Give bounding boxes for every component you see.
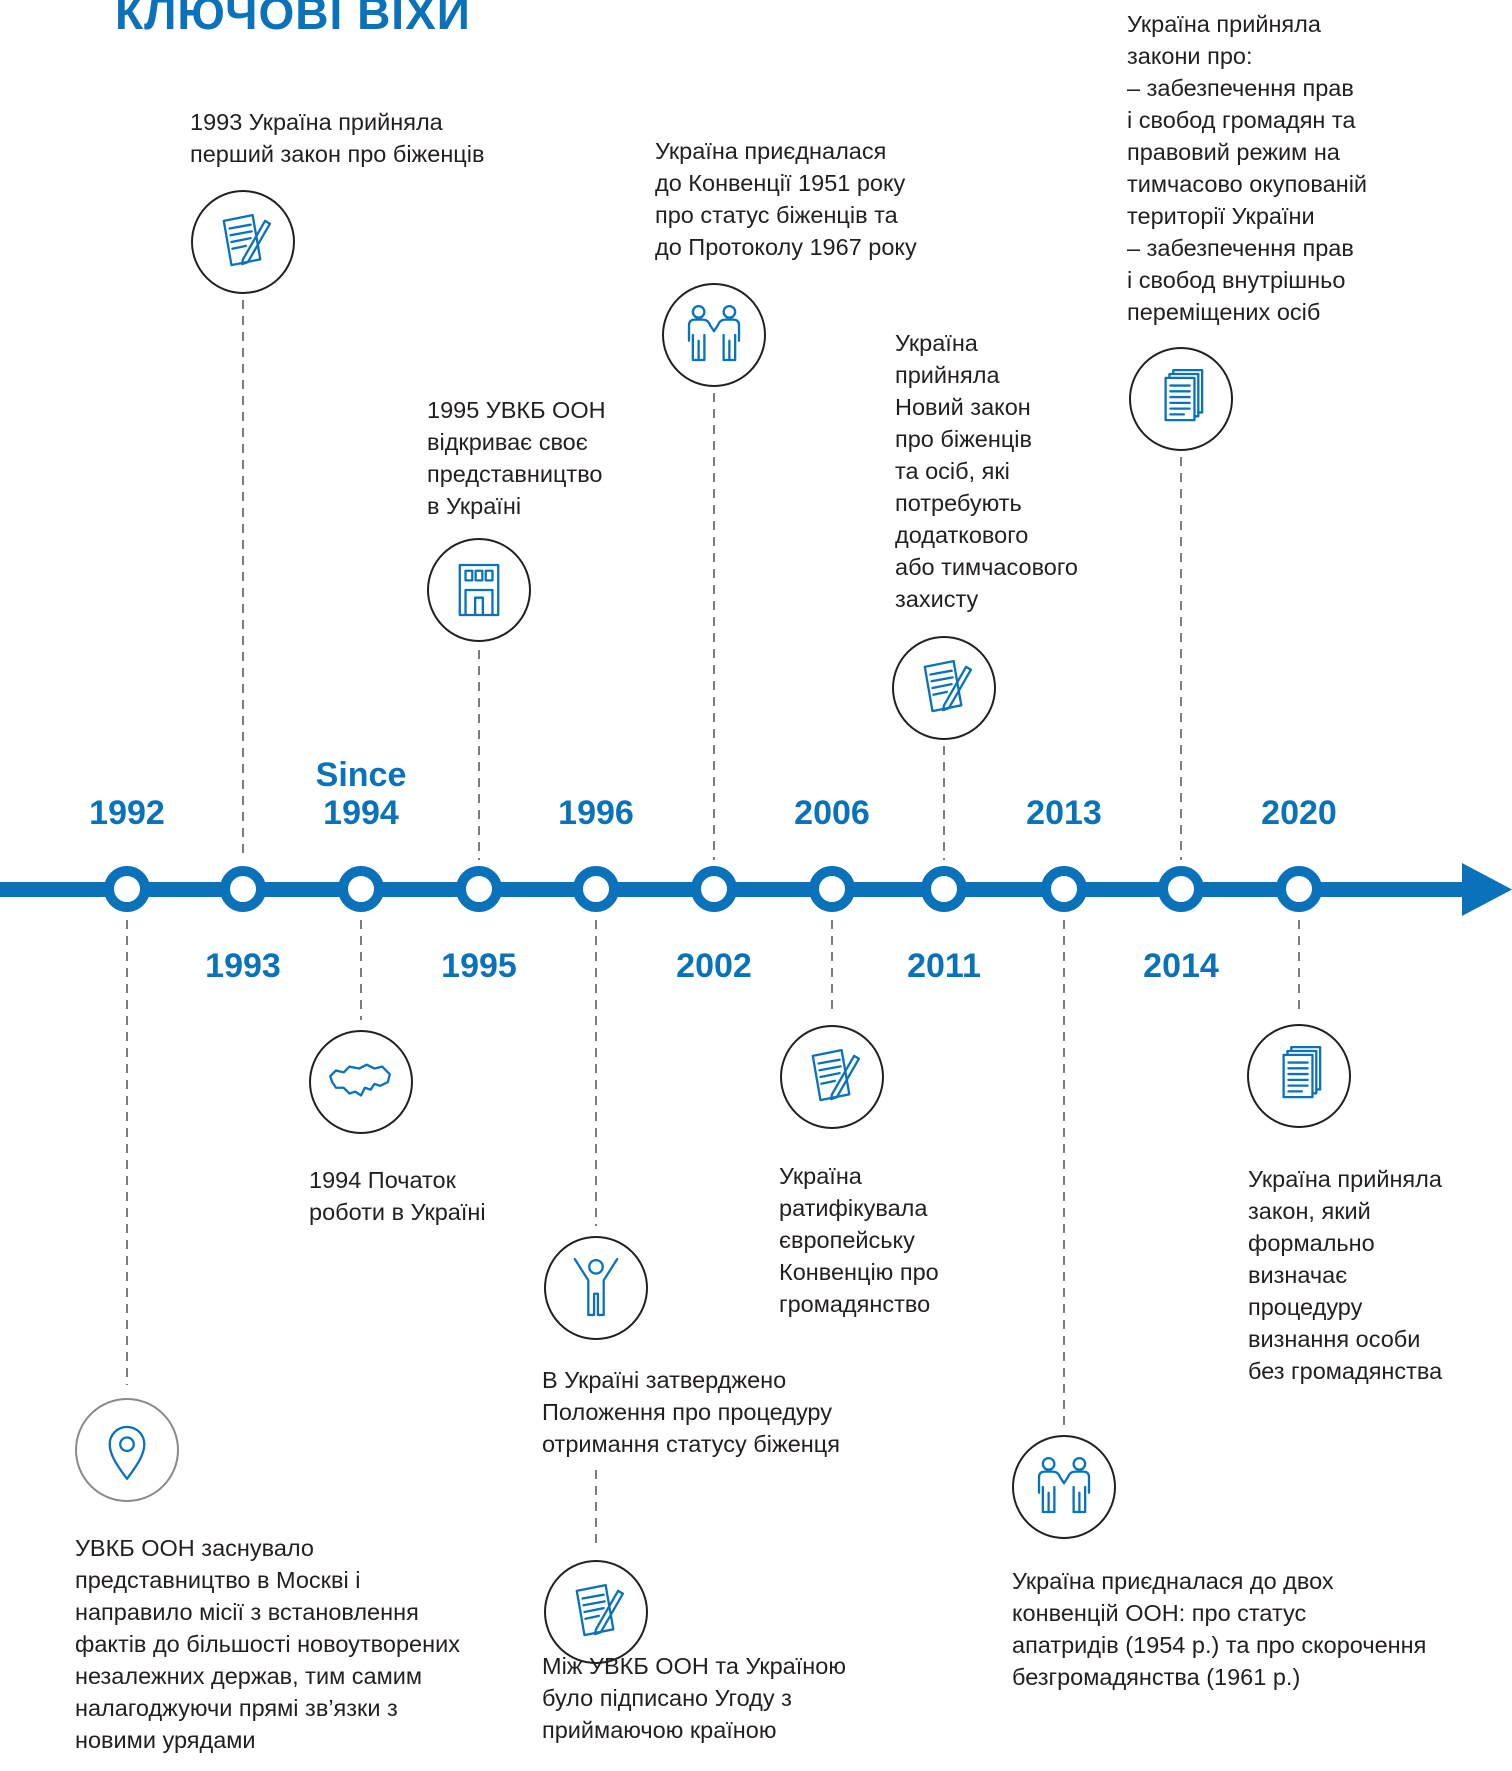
document-pen-icon [780, 1025, 884, 1129]
year-value: 2011 [907, 947, 981, 985]
milestone-caption: Україна прийняла закон, який формально в… [1248, 1166, 1443, 1384]
milestone-caption: Україна прийняла закони про: – забезпече… [1127, 11, 1368, 325]
document-pen-icon [544, 1560, 648, 1664]
year-value: 1995 [441, 947, 517, 985]
milestone-caption: Україна ратифікувала європейську Конвенц… [779, 1163, 939, 1317]
year-label: 2014 [1111, 946, 1251, 987]
year-value: 1992 [89, 794, 165, 832]
document-pen-icon [892, 636, 996, 740]
year-label: 2013 [994, 793, 1134, 834]
building-icon [427, 538, 531, 642]
year-label: 1995 [409, 946, 549, 987]
milestone-caption: 1994 Початок роботи в Україні [309, 1167, 486, 1225]
milestone-caption: Україна приєдналася до Конвенції 1951 ро… [655, 138, 917, 260]
page-title: КЛЮЧОВІ ВІХИ [115, 0, 471, 39]
milestone-caption: Україна прийняла Новий закон про біженці… [895, 330, 1078, 612]
year-value: 1994 [323, 794, 399, 832]
milestone-caption: УВКБ ООН заснувало представництво в Моск… [75, 1535, 460, 1753]
person-arms-up-icon [544, 1236, 648, 1340]
milestone-caption: 1995 УВКБ ООН відкриває своє представниц… [427, 397, 606, 519]
year-label: 2011 [874, 946, 1014, 987]
handshake-people-icon [1012, 1435, 1116, 1539]
document-stack-icon [1129, 347, 1233, 451]
year-value: 2020 [1261, 794, 1337, 832]
year-value: 1996 [558, 794, 634, 832]
timeline-node [338, 866, 384, 912]
year-prefix: Since [315, 756, 407, 794]
timeline-arrowhead [1462, 863, 1512, 916]
timeline-node [573, 866, 619, 912]
timeline-node [691, 866, 737, 912]
milestone-caption: В Україні затверджено Положення про проц… [542, 1367, 840, 1457]
milestone-caption: Між УВКБ ООН та Україною було підписано … [542, 1653, 846, 1743]
year-label: 1993 [173, 946, 313, 987]
document-pen-icon [191, 190, 295, 294]
milestone-caption: 1993 Україна прийняла перший закон про б… [190, 109, 485, 167]
document-stack-icon [1247, 1024, 1351, 1128]
year-label: 2002 [644, 946, 784, 987]
timeline-node [1158, 866, 1204, 912]
year-label: 2020 [1229, 793, 1369, 834]
year-label: 1996 [526, 793, 666, 834]
year-value: 2006 [794, 794, 870, 832]
milestone-caption: Україна приєдналася до двох конвенцій ОО… [1012, 1568, 1427, 1690]
map-pin-icon [75, 1398, 179, 1502]
year-value: 2002 [676, 947, 752, 985]
timeline-node [1276, 866, 1322, 912]
year-value: 2014 [1143, 947, 1219, 985]
timeline-node [456, 866, 502, 912]
timeline-node [1041, 866, 1087, 912]
timeline-node [809, 866, 855, 912]
year-value: 2013 [1026, 794, 1102, 832]
timeline-node [104, 866, 150, 912]
year-value: 1993 [205, 947, 281, 985]
year-label: 1992 [57, 793, 197, 834]
year-label: 2006 [762, 793, 902, 834]
ukraine-map-icon [309, 1030, 413, 1134]
timeline-node [921, 866, 967, 912]
handshake-people-icon [662, 283, 766, 387]
timeline-node [220, 866, 266, 912]
